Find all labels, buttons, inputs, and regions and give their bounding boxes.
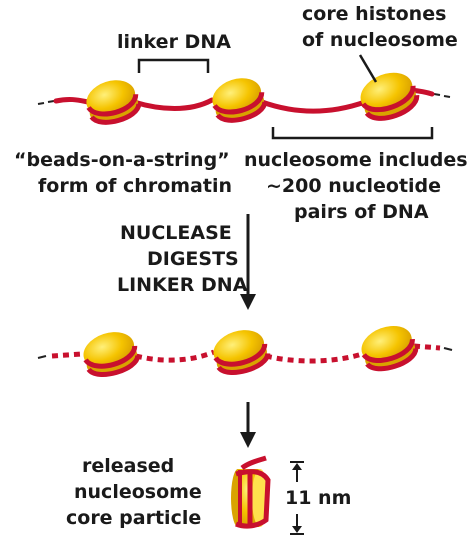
released-label-2: nucleosome [74,481,202,503]
beads-label-1: “beads-on-a-string” [14,149,230,171]
nuclease-label-3: LINKER DNA [117,274,248,296]
size-label: 11 nm [285,487,351,509]
nuclease-label-2: DIGESTS [147,248,239,270]
beads-label-2: form of chromatin [38,175,232,197]
core-histone-pointer [358,54,378,83]
nucleosome-includes-label-2: ~200 nucleotide [266,175,441,197]
linker-dna-bracket [137,58,210,73]
core-histones-label-2: of nucleosome [302,29,458,51]
nuclease-label-1: NUCLEASE [120,222,232,244]
digested-nucleosome-1 [83,332,141,377]
dna-end-right [433,93,451,98]
released-label-1: released [82,455,174,477]
step-arrow-1-head [240,294,256,310]
nucleosome-includes-label-3: pairs of DNA [294,201,429,223]
nucleosome-bead-1 [86,80,142,125]
released-core-particle [231,455,271,529]
nucleosome-bead-3 [360,72,420,121]
digested-nucleosome-3 [361,325,419,372]
dna-end-left-2 [37,355,47,359]
dna-end-left [37,100,55,105]
digested-linker-dna [51,343,441,364]
dna-end-right-2 [443,347,453,351]
digested-chromatin [37,325,453,377]
beads-on-a-string [37,54,451,140]
digested-nucleosome-2 [213,330,271,375]
core-histones-label-1: core histones [302,3,446,25]
nucleosome-bead-2 [212,78,268,123]
released-label-3: core particle [66,507,201,529]
linker-dna-label: linker DNA [117,31,231,53]
nucleosome-bracket [271,127,434,140]
linker-dna-strand [53,87,435,114]
nucleosome-includes-label-1: nucleosome includes [244,149,468,171]
scale-bar [290,461,304,535]
step-arrow-2-head [240,432,256,448]
